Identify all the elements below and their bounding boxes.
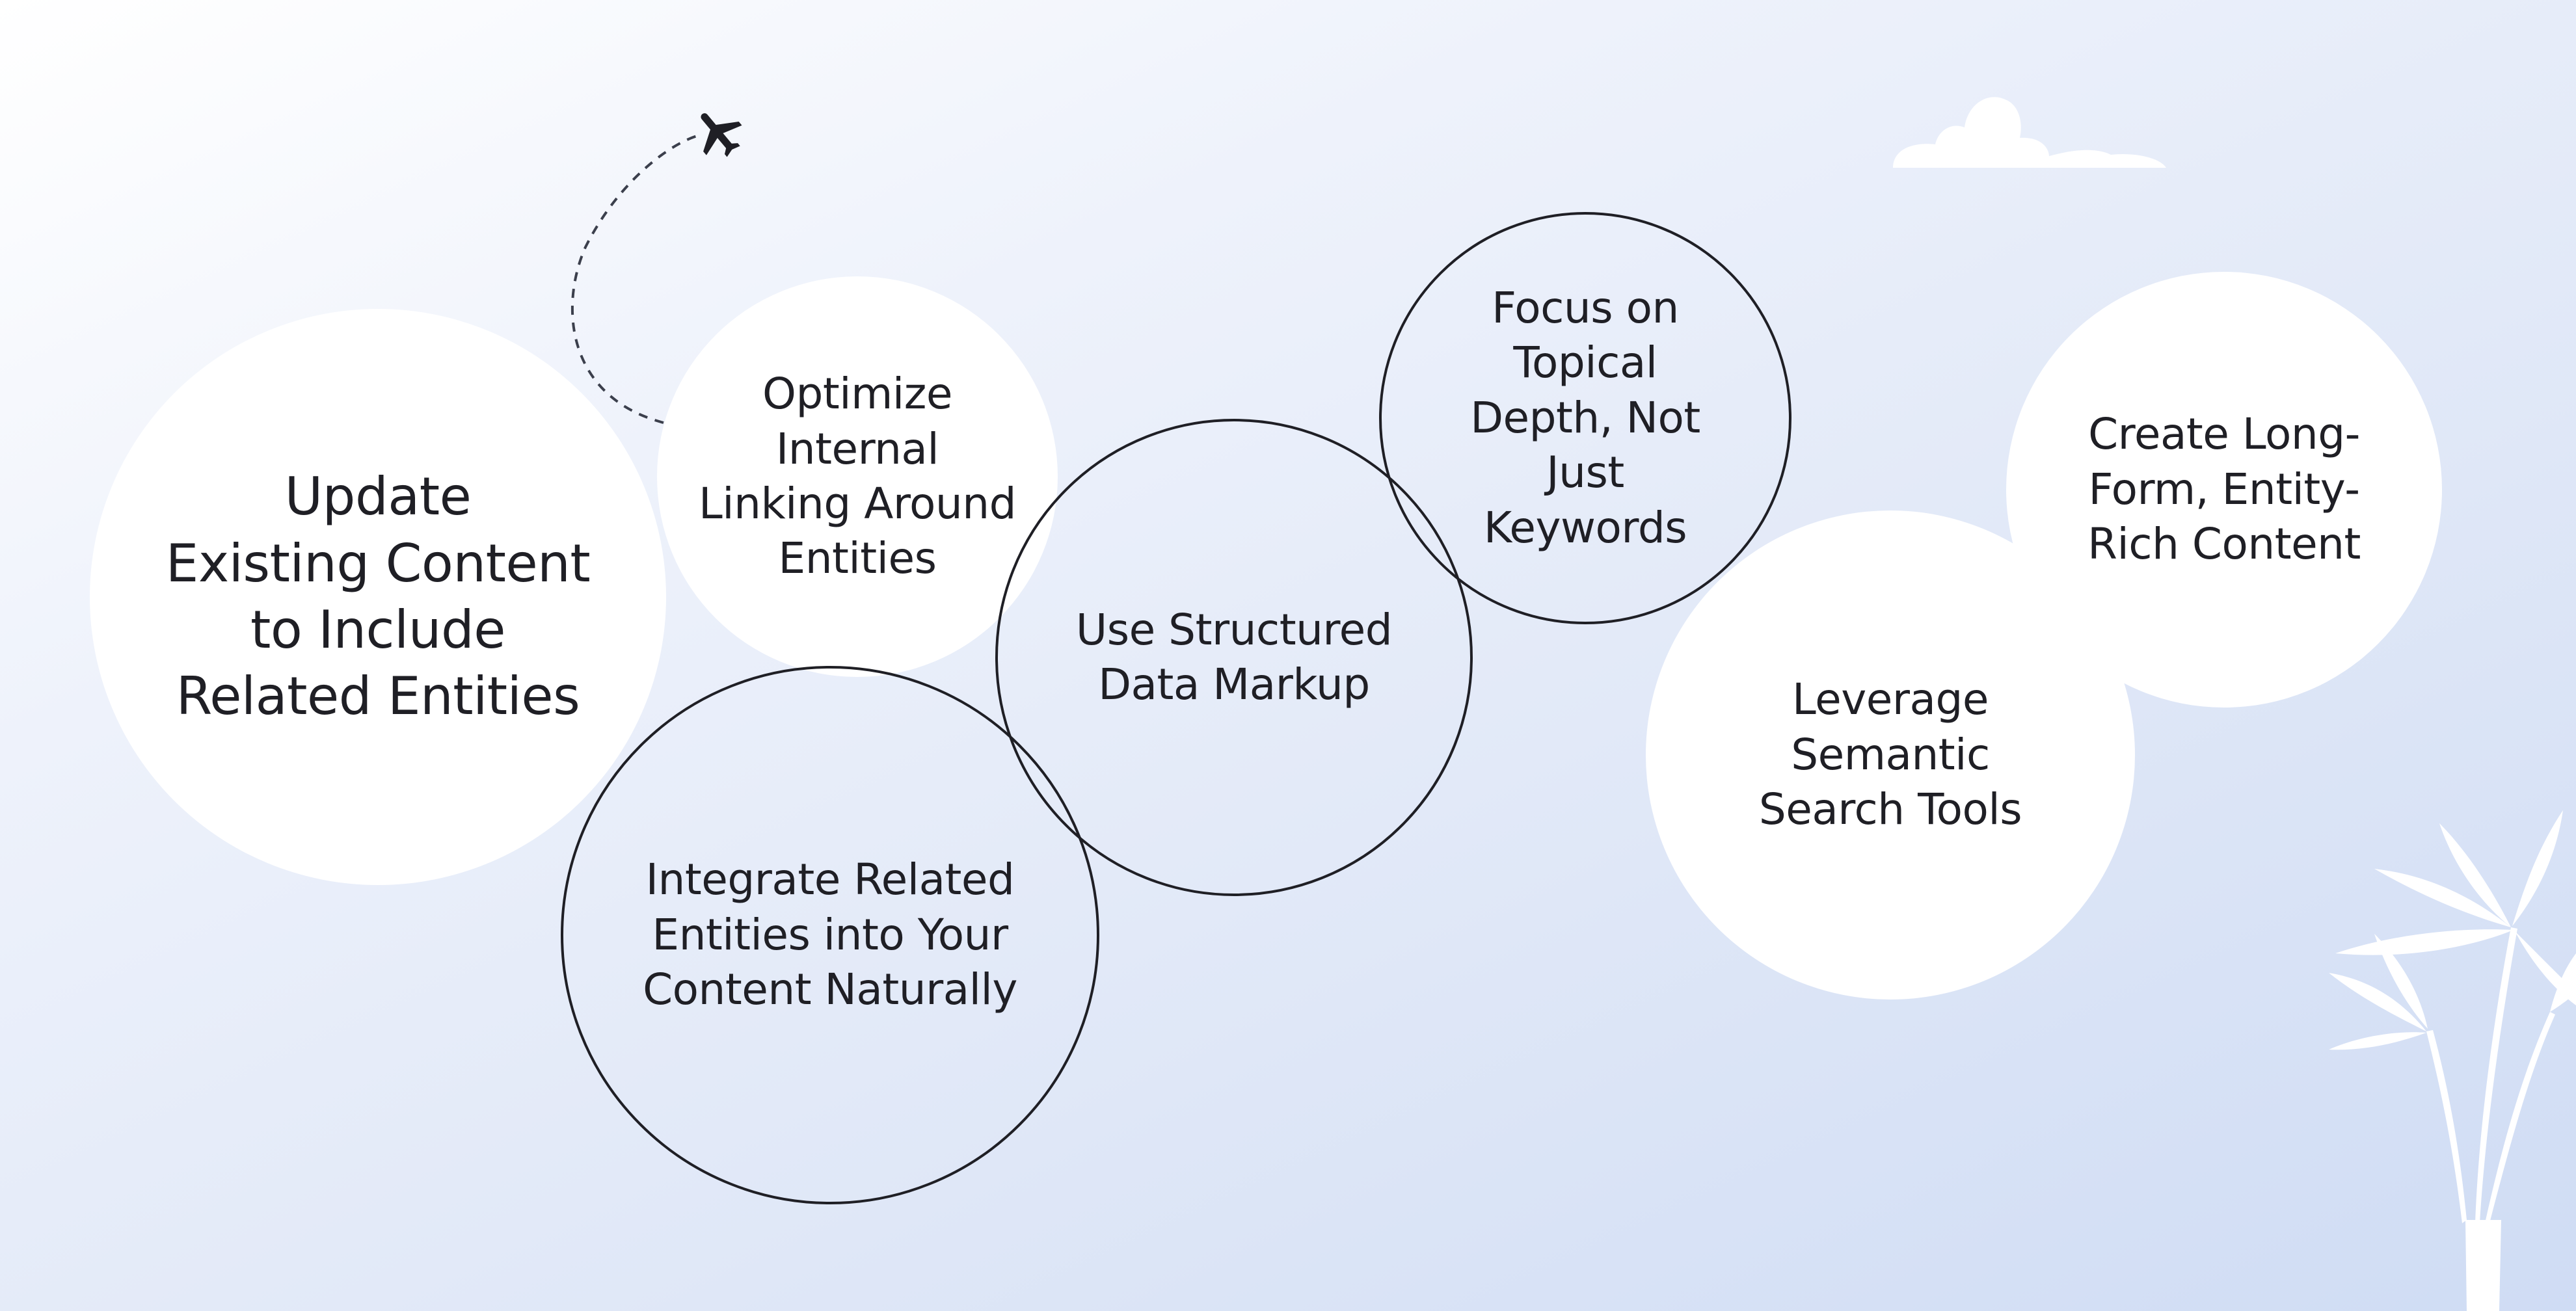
node-integrate-related-entities: Integrate Related Entities into Your Con… [561,666,1099,1204]
node-label: Focus on Topical Depth, Not Just Keyword… [1470,282,1700,553]
node-leverage-semantic-search: Leverage Semantic Search Tools [1646,510,2135,1000]
node-label: Optimize Internal Linking Around Entitie… [699,369,1016,584]
node-label: Use Structured Data Markup [1075,604,1393,709]
node-update-existing-content: Update Existing Content to Include Relat… [90,309,666,885]
node-label: Leverage Semantic Search Tools [1758,674,2022,835]
node-label: Update Existing Content to Include Relat… [165,466,591,727]
node-create-long-form: Create Long- Form, Entity- Rich Content [2006,272,2442,708]
cloud-icon [1893,97,2166,168]
airplane-icon [701,113,742,157]
node-optimize-internal-linking: Optimize Internal Linking Around Entitie… [657,276,1058,677]
node-label: Integrate Related Entities into Your Con… [643,854,1017,1015]
node-focus-topical-depth: Focus on Topical Depth, Not Just Keyword… [1379,212,1791,624]
node-use-structured-data: Use Structured Data Markup [995,419,1473,896]
node-label: Create Long- Form, Entity- Rich Content [2087,409,2361,570]
plant-icon [2329,810,2576,1311]
